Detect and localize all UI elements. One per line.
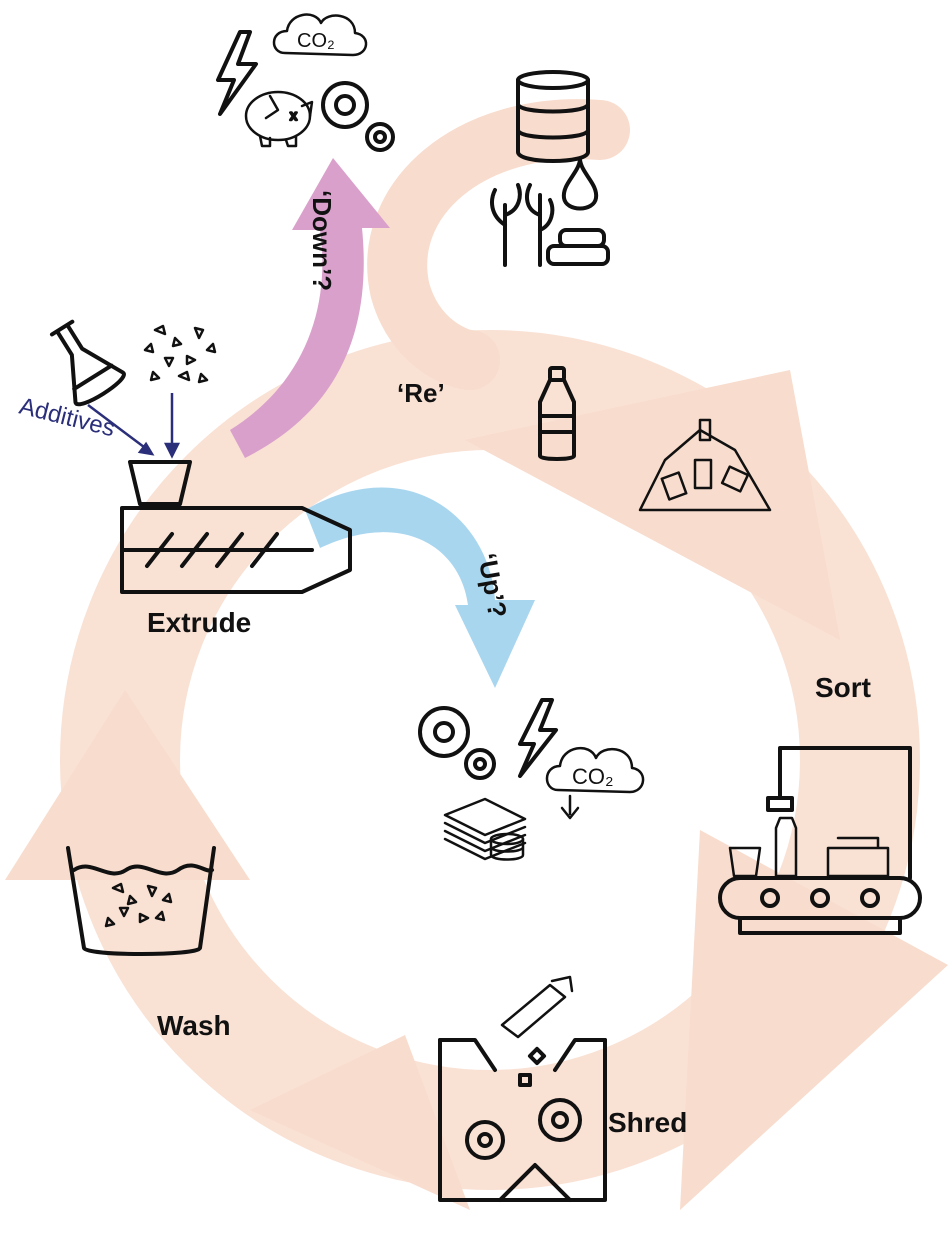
piggy-bank-icon: x [244, 90, 314, 148]
sorting-conveyor-icon [718, 746, 922, 935]
cycle-arrowhead-bottom [250, 1035, 470, 1210]
lightning-icon [518, 698, 558, 778]
additive-arrows [87, 393, 181, 459]
pellets-icon [104, 882, 173, 928]
cloud-icon: CO₂ [272, 13, 368, 57]
lightning-icon [216, 30, 258, 116]
gears-icon [418, 706, 496, 780]
sugarcane-icon [490, 183, 555, 267]
cycle-arrowhead-right [680, 830, 948, 1210]
oil-drop-icon [561, 158, 599, 211]
gears-icon [321, 81, 395, 152]
svg-text:CO₂: CO₂ [297, 30, 335, 52]
up-arrow [305, 487, 535, 688]
cycle-arrowhead-top [465, 370, 840, 640]
cycle-arrowhead-left [5, 690, 250, 880]
wash-basin-icon [66, 846, 216, 956]
pellets-icon [143, 324, 217, 384]
shred-label: Shred [608, 1107, 687, 1138]
feedstock-loop [367, 99, 630, 390]
money-stack-icon [443, 797, 527, 861]
plastic-waste-pile-icon [638, 418, 772, 512]
down-label: ‘Down’? [307, 190, 337, 291]
svg-text:CO₂: CO₂ [572, 764, 614, 789]
svg-text:x: x [290, 107, 297, 123]
flask-icon [49, 319, 126, 407]
recycling-cycle [5, 99, 948, 1210]
re-label: ‘Re’ [397, 378, 445, 408]
down-arrow [230, 158, 390, 458]
extruder-icon [120, 460, 352, 594]
sort-label: Sort [815, 672, 871, 703]
wash-label: Wash [157, 1010, 231, 1041]
shredder-icon [438, 975, 607, 1202]
extrude-label: Extrude [147, 607, 251, 638]
additives-label: Additives [17, 393, 118, 443]
oil-barrel-icon [516, 70, 590, 163]
cloud-icon: CO₂ [545, 746, 645, 820]
bottle-icon [538, 366, 576, 461]
logs-icon [546, 228, 610, 266]
